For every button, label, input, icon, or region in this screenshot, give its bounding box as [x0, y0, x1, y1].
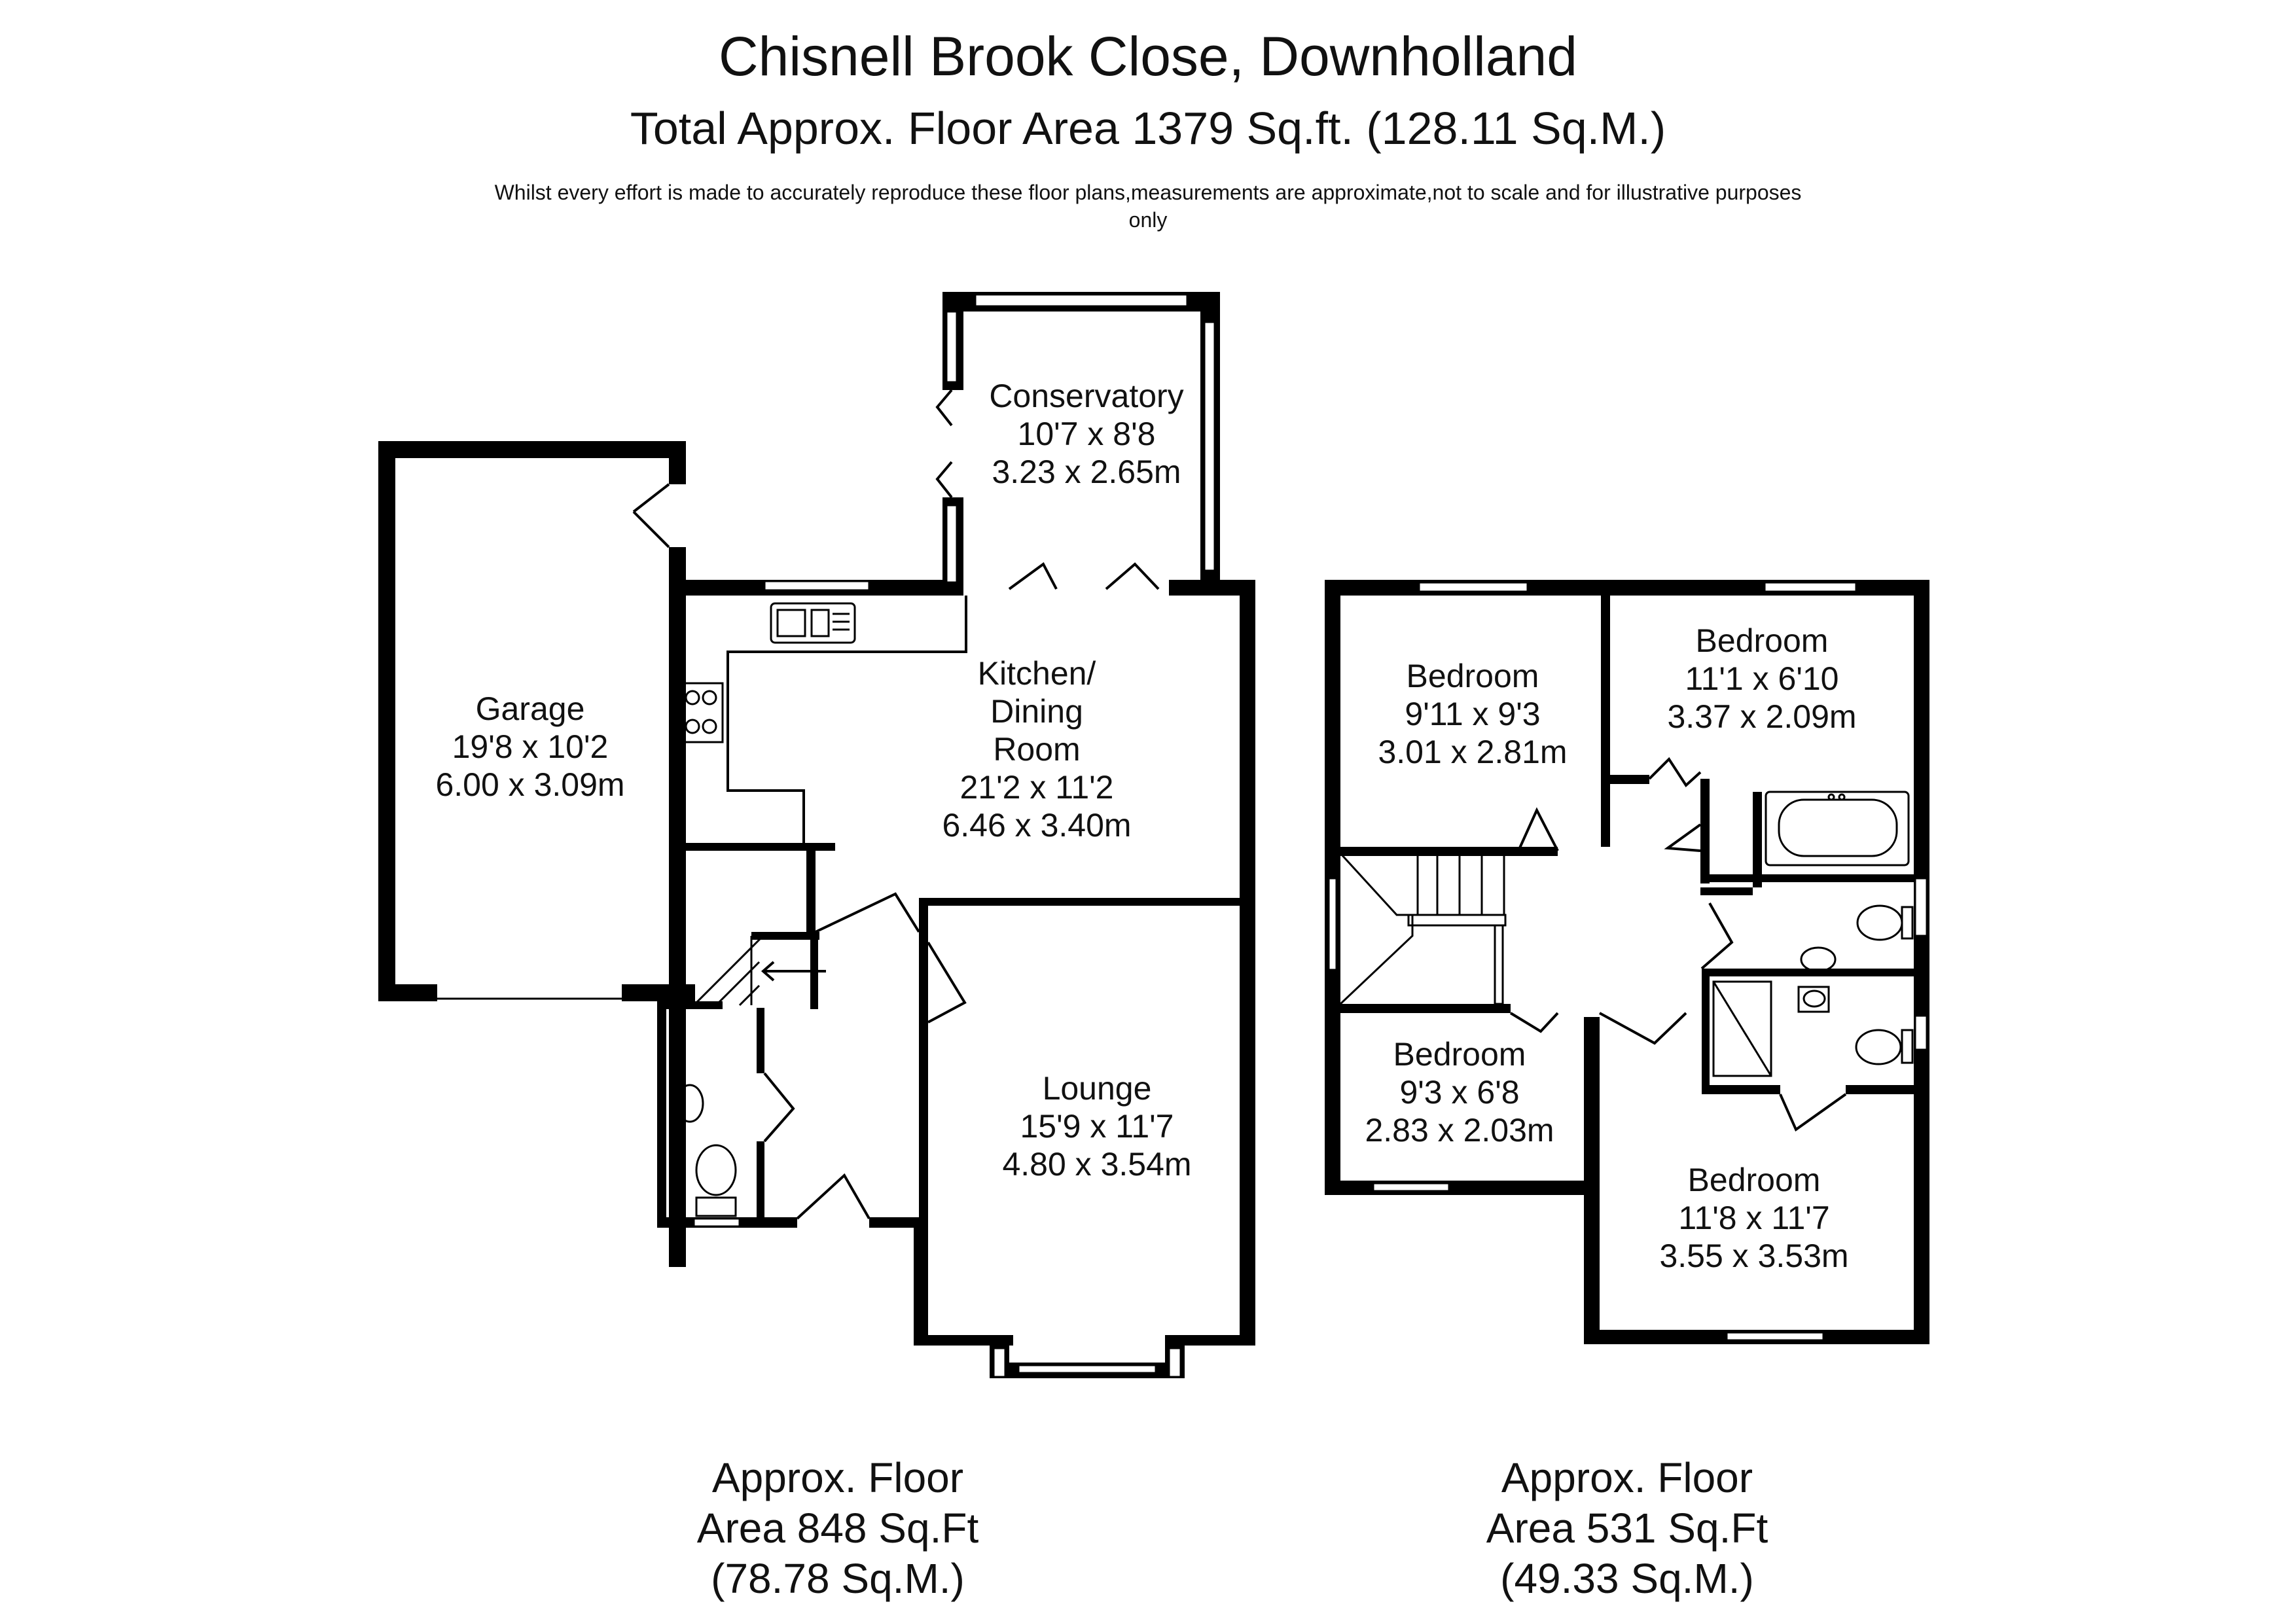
room-name-line: Room	[993, 731, 1081, 768]
room-name: Bedroom	[1393, 1036, 1526, 1073]
room-metric-dims: 3.23 x 2.65m	[992, 454, 1181, 490]
page-title: Chisnell Brook Close, Downholland	[718, 26, 1577, 87]
room-name-line: Dining	[990, 693, 1083, 730]
room-metric-dims: 3.55 x 3.53m	[1659, 1238, 1849, 1274]
room-name: Lounge	[1042, 1070, 1152, 1107]
room-name: Conservatory	[989, 378, 1184, 414]
room-label-garage: Garage 19'8 x 10'2 6.00 x 3.09m	[399, 690, 661, 804]
room-metric-dims: 3.01 x 2.81m	[1378, 734, 1568, 770]
area-line: Approx. Floor	[711, 1454, 964, 1501]
room-name: Bedroom	[1406, 658, 1539, 694]
room-label-bedroom-4: Bedroom 11'8 x 11'7 3.55 x 3.53m	[1623, 1161, 1885, 1275]
ground-floor-area-caption: Approx. Floor Area 848 Sq.Ft (78.78 Sq.M…	[609, 1453, 1067, 1603]
area-line: Area 531 Sq.Ft	[1486, 1504, 1768, 1552]
room-imperial-dims: 15'9 x 11'7	[1020, 1108, 1174, 1145]
room-metric-dims: 4.80 x 3.54m	[1002, 1146, 1192, 1183]
room-imperial-dims: 9'11 x 9'3	[1405, 696, 1541, 732]
room-label-bedroom-2: Bedroom 11'1 x 6'10 3.37 x 2.09m	[1631, 622, 1893, 736]
room-label-bedroom-3: Bedroom 9'3 x 6'8 2.83 x 2.03m	[1329, 1035, 1590, 1149]
room-metric-dims: 6.46 x 3.40m	[942, 807, 1132, 844]
first-floor-area-caption: Approx. Floor Area 531 Sq.Ft (49.33 Sq.M…	[1398, 1453, 1856, 1603]
area-line: (78.78 Sq.M.)	[711, 1554, 965, 1602]
room-label-kitchen-dining: Kitchen/ Dining Room 21'2 x 11'2 6.46 x …	[906, 654, 1168, 844]
room-label-lounge: Lounge 15'9 x 11'7 4.80 x 3.54m	[966, 1069, 1228, 1183]
room-imperial-dims: 19'8 x 10'2	[452, 728, 609, 765]
total-area-subtitle: Total Approx. Floor Area 1379 Sq.ft. (12…	[630, 103, 1666, 154]
disclaimer-text: Whilst every effort is made to accuratel…	[494, 181, 1802, 232]
room-name-line: Kitchen/	[977, 655, 1096, 692]
room-imperial-dims: 9'3 x 6'8	[1399, 1074, 1520, 1111]
first-floor-plan	[1325, 580, 1929, 1344]
lounge-walls	[919, 898, 1185, 1378]
room-metric-dims: 6.00 x 3.09m	[435, 766, 625, 803]
room-name: Bedroom	[1695, 622, 1829, 659]
room-imperial-dims: 11'8 x 11'7	[1678, 1200, 1830, 1236]
room-imperial-dims: 10'7 x 8'8	[1017, 416, 1156, 452]
room-imperial-dims: 21'2 x 11'2	[960, 769, 1114, 806]
area-line: Area 848 Sq.Ft	[696, 1504, 979, 1552]
room-name: Garage	[475, 690, 585, 727]
conservatory-walls	[935, 292, 1220, 596]
room-imperial-dims: 11'1 x 6'10	[1685, 660, 1839, 697]
room-label-conservatory: Conservatory 10'7 x 8'8 3.23 x 2.65m	[956, 377, 1217, 491]
ground-floor-plan	[378, 292, 1255, 1378]
area-line: Approx. Floor	[1501, 1454, 1753, 1501]
room-label-bedroom-1: Bedroom 9'11 x 9'3 3.01 x 2.81m	[1342, 657, 1604, 771]
room-metric-dims: 2.83 x 2.03m	[1365, 1112, 1554, 1149]
garage-walls	[378, 441, 695, 1267]
kitchen-walls	[669, 562, 1255, 1346]
room-metric-dims: 3.37 x 2.09m	[1667, 698, 1857, 735]
room-name: Bedroom	[1687, 1162, 1821, 1198]
area-line: (49.33 Sq.M.)	[1500, 1554, 1754, 1602]
